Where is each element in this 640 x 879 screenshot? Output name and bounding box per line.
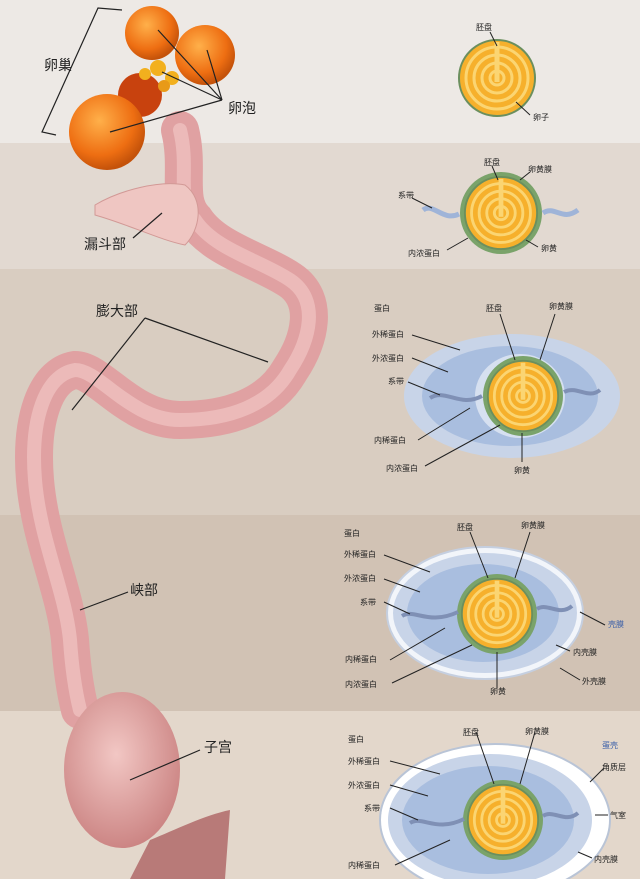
label-ovary: 卵巢 bbox=[44, 58, 72, 74]
s3-chalaza: 系带 bbox=[388, 376, 404, 386]
label-magnum: 膨大部 bbox=[96, 303, 138, 320]
ovary-bracket bbox=[41, 7, 123, 136]
s4-blastodisc: 胚盘 bbox=[457, 522, 473, 532]
egg-stage-4: 蛋白 胚盘 卵黄膜 外稀蛋白 外浓蛋白 系带 壳膜 内壳膜 内稀蛋白 内浓蛋白 … bbox=[344, 520, 624, 696]
label-infundibulum: 漏斗部 bbox=[84, 237, 126, 253]
follicle-tiny-3 bbox=[139, 68, 151, 80]
s4-yolk: 卵黄 bbox=[490, 686, 506, 696]
s5-chalaza: 系带 bbox=[364, 803, 380, 813]
follicle-tiny-1 bbox=[150, 60, 166, 76]
infundibulum-shape bbox=[94, 183, 199, 246]
uterus-shape bbox=[64, 692, 180, 848]
s2-blastodisc: 胚盘 bbox=[484, 157, 500, 167]
s5-cuticle: 角质层 bbox=[602, 762, 626, 772]
follicle-large-2 bbox=[125, 6, 179, 60]
s5-air-cell: 气室 bbox=[610, 810, 626, 820]
s2-chalaza: 系带 bbox=[398, 190, 414, 200]
s4-vitelline-membrane: 卵黄膜 bbox=[521, 520, 545, 530]
s3-blastodisc: 胚盘 bbox=[486, 303, 502, 313]
label-isthmus: 峡部 bbox=[130, 583, 158, 599]
s5-inner-thin-albumen: 内稀蛋白 bbox=[348, 860, 380, 870]
follicle-large-3 bbox=[175, 25, 235, 85]
uterus-base bbox=[130, 810, 230, 879]
s2-vitelline-membrane: 卵黄膜 bbox=[528, 164, 552, 174]
organ-leaders bbox=[41, 7, 269, 781]
s3-outer-thin-albumen: 外稀蛋白 bbox=[372, 329, 404, 339]
s5-outer-thick-albumen: 外浓蛋白 bbox=[348, 780, 380, 790]
follicle-tiny-4 bbox=[158, 80, 170, 92]
label-uterus: 子宫 bbox=[204, 740, 232, 756]
s5-albumen: 蛋白 bbox=[348, 734, 364, 744]
s4-outer-thin-albumen: 外稀蛋白 bbox=[344, 549, 376, 559]
s4-albumen: 蛋白 bbox=[344, 528, 360, 538]
s4-outer-shell-membrane: 外壳膜 bbox=[582, 676, 606, 686]
oviduct-highlight bbox=[27, 123, 316, 717]
egg-stage-2: 胚盘 卵黄膜 系带 内浓蛋白 卵黄 bbox=[398, 157, 580, 258]
s5-outer-thin-albumen: 外稀蛋白 bbox=[348, 756, 380, 766]
s5-eggshell: 蛋壳 bbox=[602, 740, 618, 750]
s5-air-cell-shape bbox=[585, 780, 602, 860]
egg-stage-1: 胚盘 卵子 bbox=[457, 22, 549, 122]
s3-inner-thick-albumen: 内浓蛋白 bbox=[386, 463, 418, 473]
s3-yolk: 卵黄 bbox=[514, 465, 530, 475]
s4-chalaza: 系带 bbox=[360, 597, 376, 607]
s1-ovum: 卵子 bbox=[533, 112, 549, 122]
follicle-large-1 bbox=[69, 94, 145, 170]
s5-blastodisc: 胚盘 bbox=[463, 727, 479, 737]
s4-inner-thin-albumen: 内稀蛋白 bbox=[345, 654, 377, 664]
s2-inner-thick-albumen: 内浓蛋白 bbox=[408, 248, 440, 258]
egg-stage-5: 蛋白 胚盘 卵黄膜 蛋壳 外稀蛋白 角质层 外浓蛋白 系带 气室 内稀蛋白 内壳… bbox=[348, 726, 626, 879]
s3-inner-thin-albumen: 内稀蛋白 bbox=[374, 435, 406, 445]
s3-vitelline-membrane: 卵黄膜 bbox=[549, 301, 573, 311]
oviduct bbox=[15, 111, 328, 879]
s2-yolk: 卵黄 bbox=[541, 243, 557, 253]
egg-stage-3: 蛋白 胚盘 卵黄膜 外稀蛋白 外浓蛋白 系带 内稀蛋白 内浓蛋白 卵黄 bbox=[372, 301, 620, 475]
s3-outer-thick-albumen: 外浓蛋白 bbox=[372, 353, 404, 363]
s4-inner-shell-membrane: 内壳膜 bbox=[573, 647, 597, 657]
s1-blastodisc: 胚盘 bbox=[476, 22, 492, 32]
s5-vitelline-membrane: 卵黄膜 bbox=[525, 726, 549, 736]
s3-albumen: 蛋白 bbox=[374, 303, 390, 313]
s4-outer-thick-albumen: 外浓蛋白 bbox=[344, 573, 376, 583]
label-follicle: 卵泡 bbox=[228, 101, 256, 117]
s4-shell-membrane: 壳膜 bbox=[608, 619, 624, 629]
s5-inner-shell-membrane: 内壳膜 bbox=[594, 854, 618, 864]
s4-inner-thick-albumen: 内浓蛋白 bbox=[345, 679, 377, 689]
ovary-cluster bbox=[69, 6, 235, 170]
